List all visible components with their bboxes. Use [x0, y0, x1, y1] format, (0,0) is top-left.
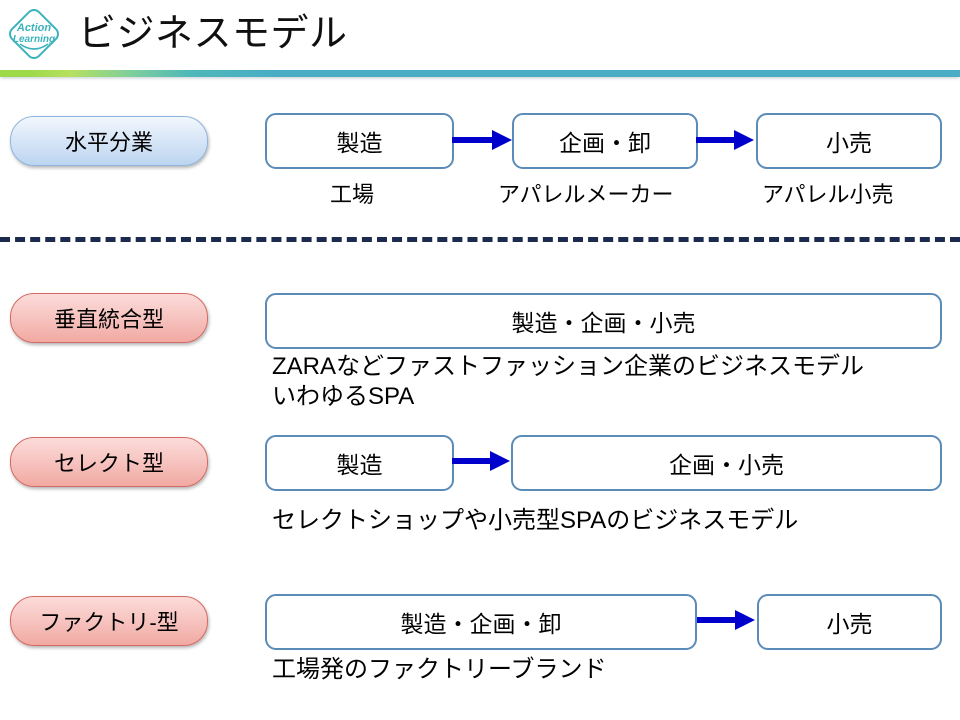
note-vertical-line1: ZARAなどファストファッション企業のビジネスモデル [272, 353, 865, 380]
action-learning-logo: Action Learning [4, 4, 64, 64]
category-pill-vertical-integration[interactable]: 垂直統合型 [10, 293, 208, 343]
process-box-label: 製造 [336, 130, 383, 156]
process-box-manufacturing-planning-retail[interactable]: 製造・企画・小売 [265, 293, 942, 349]
caption-apparel-maker: アパレルメーカー [498, 182, 674, 207]
category-pill-label: 水平分業 [64, 130, 153, 155]
caption-apparel-retail: アパレル小売 [762, 182, 894, 207]
category-pill-horizontal-division[interactable]: 水平分業 [10, 116, 208, 166]
section-divider [0, 237, 960, 242]
note-select-line1: セレクトショップや小売型SPAのビジネスモデル [272, 507, 799, 534]
page-title: ビジネスモデル [78, 13, 348, 55]
flow-arrow-2 [696, 130, 754, 150]
flow-arrow-1 [452, 130, 512, 150]
category-pill-label: 垂直統合型 [53, 307, 164, 332]
category-pill-select-type[interactable]: セレクト型 [10, 437, 208, 487]
process-box-planning-wholesale-h[interactable]: 企画・卸 [512, 113, 698, 169]
category-pill-factory-type[interactable]: ファクトリ-型 [10, 596, 208, 646]
process-box-planning-retail-s[interactable]: 企画・小売 [511, 435, 942, 491]
process-box-label: 製造・企画・小売 [511, 310, 696, 336]
process-box-manufacturing-h[interactable]: 製造 [265, 113, 454, 169]
process-box-label: 製造 [336, 452, 383, 478]
note-factory-line1: 工場発のファクトリーブランド [272, 656, 607, 683]
slide-header: Action Learning ビジネスモデル [0, 0, 960, 77]
process-box-label: 小売 [826, 130, 872, 156]
process-box-manufacturing-s[interactable]: 製造 [265, 435, 454, 491]
process-box-label: 企画・小売 [669, 452, 784, 478]
logo-line1-text: Action [16, 22, 52, 34]
process-box-label: 小売 [826, 611, 873, 637]
process-box-retail-f[interactable]: 小売 [757, 594, 942, 650]
note-vertical-line2: いわゆるSPA [272, 383, 415, 410]
caption-factory: 工場 [330, 182, 375, 207]
logo-line2-text: Learning [13, 34, 55, 45]
process-box-retail-h[interactable]: 小売 [756, 113, 942, 169]
process-box-label: 製造・企画・卸 [400, 611, 562, 637]
category-pill-label: ファクトリ-型 [39, 610, 179, 635]
process-box-manufacturing-planning-wholesale-f[interactable]: 製造・企画・卸 [265, 594, 697, 650]
header-gradient-rule [0, 70, 960, 77]
flow-arrow-4 [697, 610, 755, 630]
category-pill-label: セレクト型 [53, 451, 164, 476]
flow-arrow-3 [452, 451, 510, 471]
process-box-label: 企画・卸 [559, 130, 651, 156]
